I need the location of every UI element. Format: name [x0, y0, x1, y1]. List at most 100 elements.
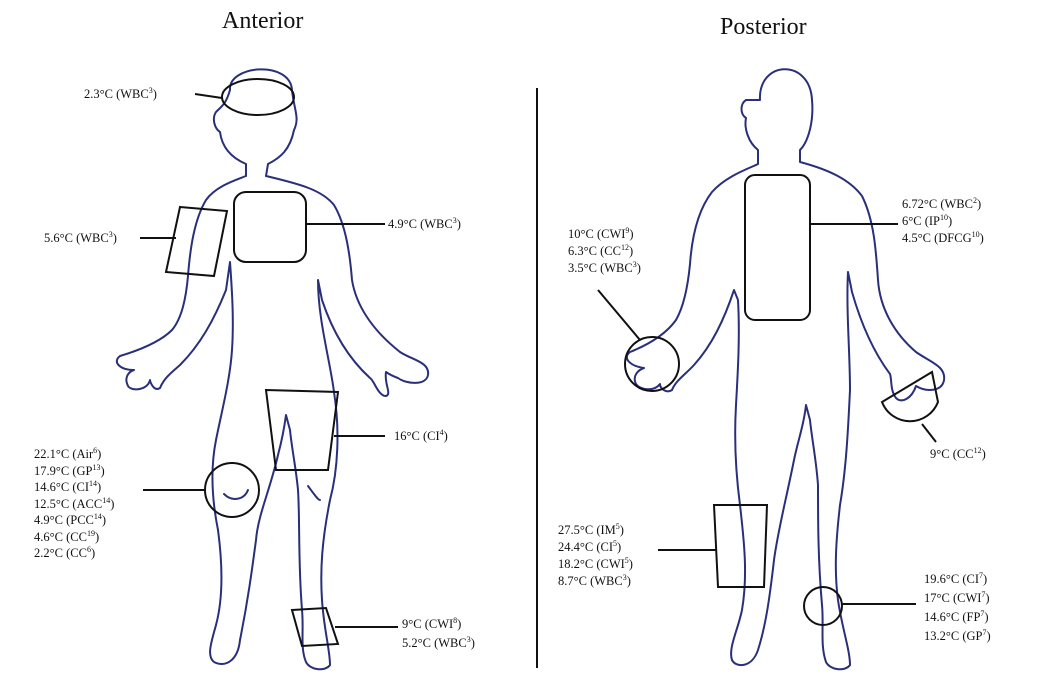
- label-text: 2.2°C (CC: [34, 546, 87, 560]
- label-text: 13.2°C (GP: [924, 629, 982, 643]
- posterior-title: Posterior: [720, 14, 807, 41]
- anterior-callout-lines: [140, 94, 398, 627]
- label-left-hand: 10°C (CWI9)6.3°C (CC12)3.5°C (WBC3): [568, 226, 641, 277]
- label-tail: ): [985, 591, 989, 605]
- label-text: 18.2°C (CWI: [558, 557, 625, 571]
- label-tail: ): [980, 231, 984, 245]
- label-tail: ): [91, 546, 95, 560]
- label-tail: ): [100, 464, 104, 478]
- label-text: 4.5°C (DFCG: [902, 231, 972, 245]
- label-text: 14.6°C (FP: [924, 610, 980, 624]
- label-text: 6°C (IP: [902, 214, 940, 228]
- anterior-body-outline: [117, 69, 428, 669]
- label-text: 27.5°C (IM: [558, 523, 616, 537]
- label-text: 4.9°C (PCC: [34, 513, 94, 527]
- label-text: 8.7°C (WBC: [558, 574, 623, 588]
- anterior-title: Anterior: [222, 8, 303, 35]
- label-line: 4.9°C (WBC3): [388, 216, 461, 233]
- label-ref: 12: [621, 243, 629, 252]
- label-tail: ): [948, 214, 952, 228]
- label-line: 6°C (IP10): [902, 213, 984, 230]
- label-tail: ): [620, 523, 624, 537]
- chest-box: [234, 192, 306, 262]
- label-text: 17°C (CWI: [924, 591, 981, 605]
- label-line: 5.2°C (WBC3): [402, 634, 475, 653]
- label-line: 17.9°C (GP13): [34, 463, 114, 480]
- label-text: 5.2°C (WBC: [402, 636, 467, 650]
- label-ankle: 9°C (CWI8)5.2°C (WBC3): [402, 615, 475, 653]
- label-line: 9°C (CC12): [930, 446, 986, 463]
- label-text: 4.6°C (CC: [34, 530, 87, 544]
- label-text: 3.5°C (WBC: [568, 261, 633, 275]
- label-text: 10°C (CWI: [568, 227, 625, 241]
- label-tail: ): [95, 530, 99, 544]
- label-ref: 10: [940, 213, 948, 222]
- label-text: 19.6°C (CI: [924, 572, 979, 586]
- label-ref: 14: [94, 512, 102, 521]
- label-line: 5.6°C (WBC3): [44, 230, 117, 247]
- label-tail: ): [457, 617, 461, 631]
- label-line: 22.1°C (Air6): [34, 446, 114, 463]
- posterior-callout-lines: [598, 224, 936, 604]
- label-text: 24.4°C (CI: [558, 540, 613, 554]
- back-box: [745, 175, 810, 320]
- label-tail: ): [637, 261, 641, 275]
- label-tail: ): [457, 217, 461, 231]
- label-tail: ): [977, 197, 981, 211]
- label-ref: 14: [89, 479, 97, 488]
- posterior-body-outline: [627, 69, 944, 669]
- label-tail: ): [986, 629, 990, 643]
- label-text: 2.3°C (WBC: [84, 87, 149, 101]
- label-tail: ): [629, 557, 633, 571]
- label-line: 6.3°C (CC12): [568, 243, 641, 260]
- label-line: 16°C (CI4): [394, 428, 448, 445]
- label-chest: 4.9°C (WBC3): [388, 216, 461, 233]
- label-text: 9°C (CWI: [402, 617, 453, 631]
- label-tail: ): [627, 574, 631, 588]
- label-back: 6.72°C (WBC2)6°C (IP10)4.5°C (DFCG10): [902, 196, 984, 247]
- label-line: 4.9°C (PCC14): [34, 512, 114, 529]
- label-right-hand: 9°C (CC12): [930, 446, 986, 463]
- label-ref: 14: [102, 495, 110, 504]
- label-text: 4.9°C (WBC: [388, 217, 453, 231]
- label-heel: 19.6°C (CI7)17°C (CWI7)14.6°C (FP7)13.2°…: [924, 570, 991, 646]
- label-line: 13.2°C (GP7): [924, 627, 991, 646]
- ankle-box: [292, 608, 338, 646]
- label-tail: ): [102, 513, 106, 527]
- label-calf: 27.5°C (IM5)24.4°C (CI5)18.2°C (CWI5)8.7…: [558, 522, 633, 590]
- label-tail: ): [982, 447, 986, 461]
- label-tail: ): [629, 244, 633, 258]
- label-line: 19.6°C (CI7): [924, 570, 991, 589]
- label-tail: ): [97, 447, 101, 461]
- label-line: 4.6°C (CC19): [34, 529, 114, 546]
- label-text: 17.9°C (GP: [34, 464, 92, 478]
- label-line: 2.3°C (WBC3): [84, 86, 157, 103]
- label-line: 8.7°C (WBC3): [558, 573, 633, 590]
- label-tail: ): [617, 540, 621, 554]
- label-text: 9°C (CC: [930, 447, 974, 461]
- label-knee: 22.1°C (Air6)17.9°C (GP13)14.6°C (CI14)1…: [34, 446, 114, 562]
- label-ref: 19: [87, 528, 95, 537]
- label-text: 14.6°C (CI: [34, 480, 89, 494]
- label-text: 22.1°C (Air: [34, 447, 93, 461]
- label-line: 12.5°C (ACC14): [34, 496, 114, 513]
- label-line: 3.5°C (WBC3): [568, 260, 641, 277]
- label-tail: ): [113, 231, 117, 245]
- label-line: 27.5°C (IM5): [558, 522, 633, 539]
- label-text: 6.72°C (WBC: [902, 197, 973, 211]
- label-text: 6.3°C (CC: [568, 244, 621, 258]
- label-line: 14.6°C (FP7): [924, 608, 991, 627]
- label-thigh: 16°C (CI4): [394, 428, 448, 445]
- label-text: 16°C (CI: [394, 429, 440, 443]
- label-line: 10°C (CWI9): [568, 226, 641, 243]
- label-line: 14.6°C (CI14): [34, 479, 114, 496]
- label-text: 5.6°C (WBC: [44, 231, 109, 245]
- label-line: 4.5°C (DFCG10): [902, 230, 984, 247]
- label-tail: ): [984, 610, 988, 624]
- upper-arm-box: [166, 207, 227, 276]
- label-ref: 10: [972, 230, 980, 239]
- head-ellipse: [222, 79, 294, 115]
- label-tail: ): [471, 636, 475, 650]
- label-line: 18.2°C (CWI5): [558, 556, 633, 573]
- label-tail: ): [629, 227, 633, 241]
